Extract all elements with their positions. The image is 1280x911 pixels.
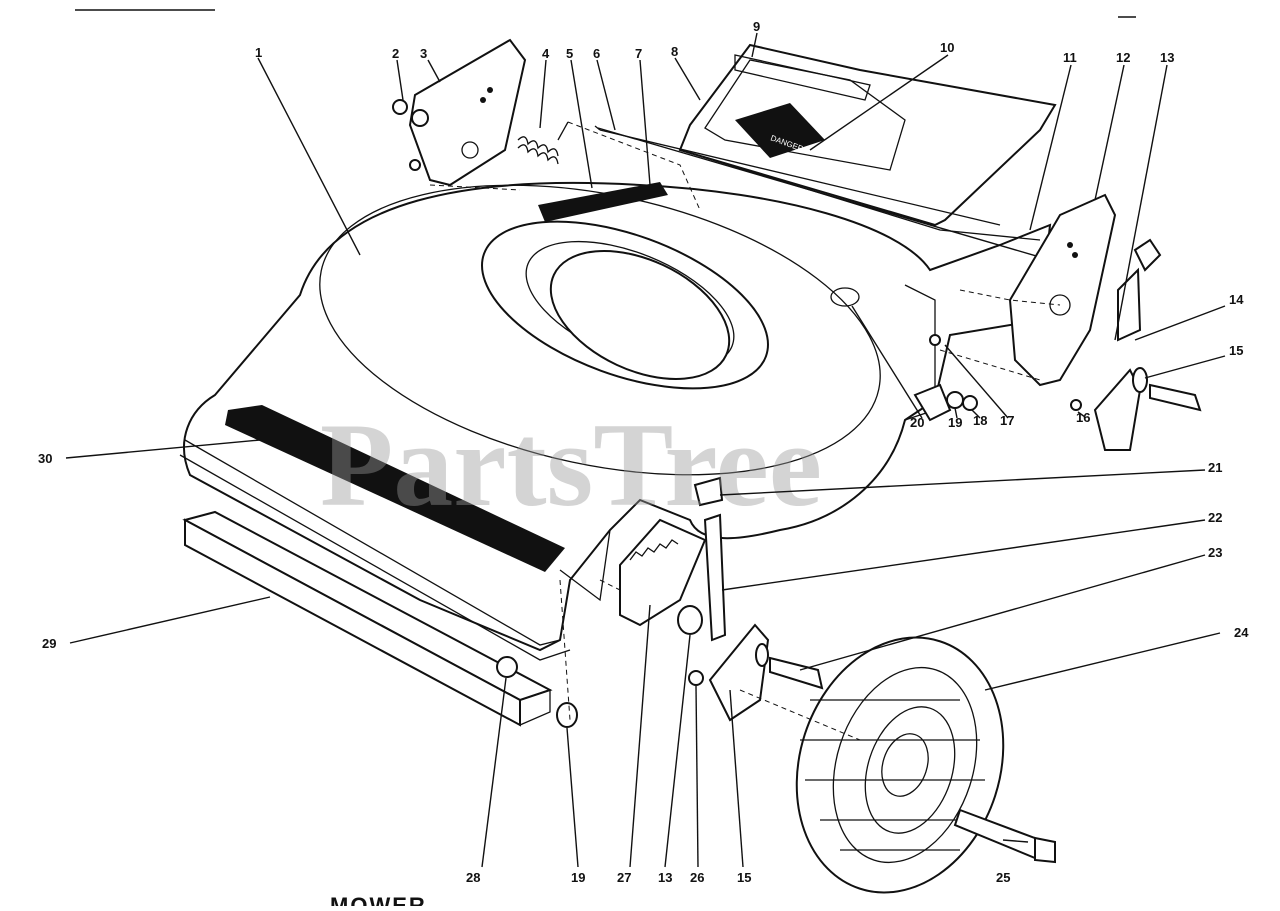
knob-13 [1133,238,1162,272]
callout-14: 14 [1229,292,1244,307]
height-adjust-plate-rear-right [1008,193,1117,387]
height-lever-22 [703,513,727,642]
callout-24: 24 [1234,625,1249,640]
callout-2: 2 [392,46,399,61]
pivot-rod [597,127,1051,261]
nut-2 [392,99,408,115]
callout-9: 9 [753,19,760,34]
bolt-15 [1149,383,1202,412]
bolt-23 [769,656,824,690]
callout-25: 25 [996,870,1010,885]
callout-1: 1 [255,45,262,60]
washer-18 [962,395,978,411]
front-decal [225,405,565,572]
callout-3: 3 [420,46,427,61]
callout-10: 10 [940,40,954,55]
bolt-head-15 [1132,367,1148,393]
screw-left [409,159,421,171]
height-adjust-plate-rear-left [408,38,527,187]
washer-19 [556,702,578,728]
axle-bolt-25 [953,808,1056,864]
bracket-20 [913,383,952,422]
callout-26: 26 [690,870,704,885]
rear-baffle [182,510,553,727]
leader-lines [65,32,1226,868]
wheel-bracket-right [1093,368,1142,451]
callout-16: 16 [1076,410,1090,425]
callout-23: 23 [1208,545,1222,560]
washer-3 [411,109,429,127]
callout-11: 11 [1063,50,1077,65]
deck-housing [179,181,1052,661]
danger-decal [735,103,825,158]
figure-caption: MOWER [330,893,427,906]
callout-29: 29 [42,636,56,651]
callout-19: 19 [948,415,962,430]
front-wheel [795,636,1005,894]
washer-19-right [946,391,964,409]
callouts: 1 2 3 4 5 6 7 8 9 10 11 12 13 14 15 16 1… [38,19,1249,885]
torsion-spring [517,121,569,165]
front-height-adjuster [619,518,707,627]
callout-18: 18 [973,413,987,428]
watermark-text: PartsTree [320,398,822,531]
nut-26 [688,670,704,686]
washer-13-front [677,605,703,635]
callout-5: 5 [566,46,573,61]
callout-4: 4 [542,46,550,61]
callout-19-lower: 19 [571,870,585,885]
callout-13-lower: 13 [658,870,672,885]
screw-16 [1070,399,1082,411]
nut-17 [929,334,941,346]
callout-21: 21 [1208,460,1222,475]
callout-28: 28 [466,870,480,885]
rear-deflector: DANGER [594,43,1057,241]
warning-decal [538,182,668,222]
callout-12: 12 [1116,50,1130,65]
callout-7: 7 [635,46,642,61]
callout-15: 15 [1229,343,1243,358]
bolt-28 [496,656,518,678]
callout-6: 6 [593,46,600,61]
bolt-head-23 [755,643,769,667]
wheel-bracket-front [708,623,770,722]
callout-20: 20 [910,415,924,430]
callout-17: 17 [1000,413,1014,428]
callout-8: 8 [671,44,678,59]
callout-30: 30 [38,451,52,466]
knob-21 [693,476,724,507]
callout-15-lower: 15 [737,870,751,885]
callout-27: 27 [617,870,631,885]
callout-13: 13 [1160,50,1174,65]
callout-22: 22 [1208,510,1222,525]
